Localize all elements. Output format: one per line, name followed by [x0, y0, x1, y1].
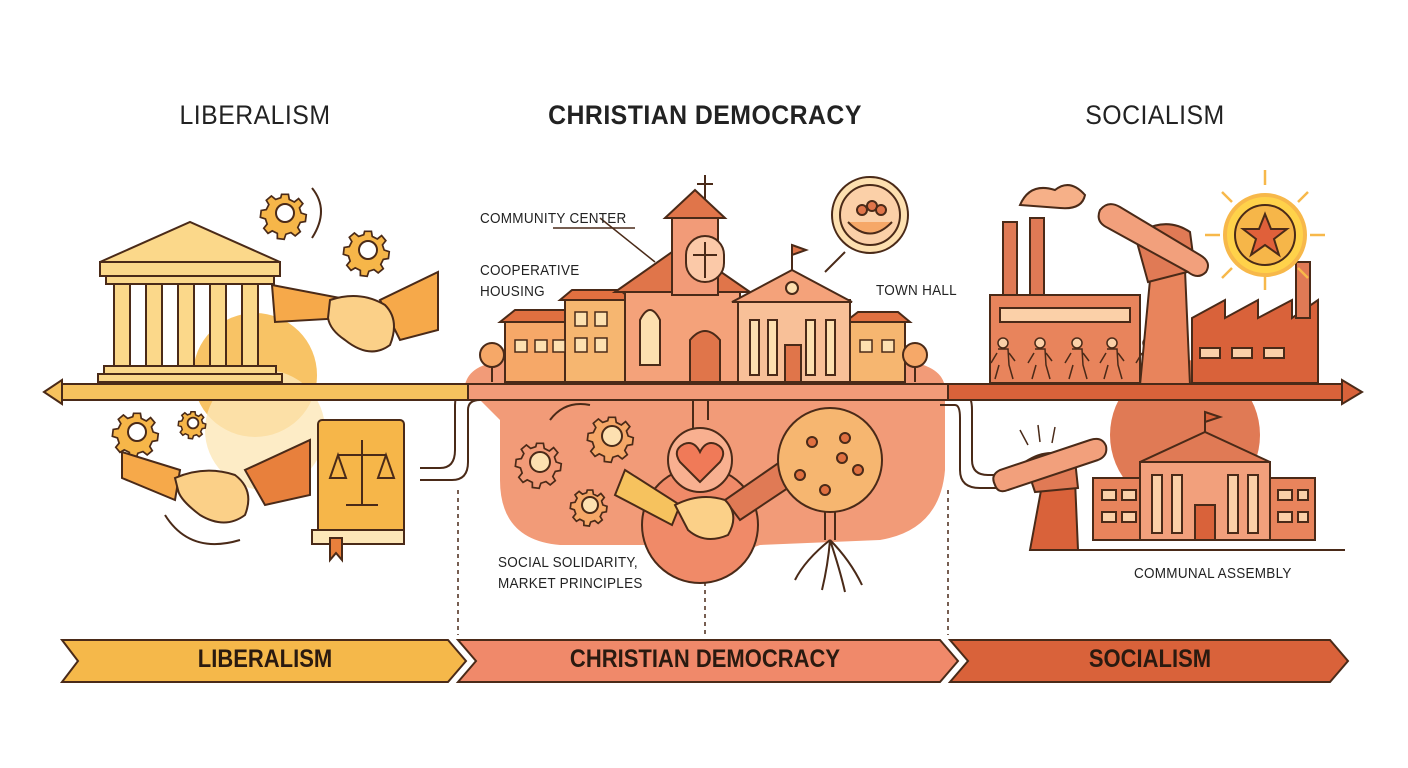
gear-icon — [569, 489, 609, 528]
cycle-arrow-icon — [164, 514, 241, 546]
cross-icon — [697, 175, 713, 200]
town-hall-building — [731, 243, 853, 383]
label-town-hall: TOWN HALL — [876, 282, 957, 299]
banner-socialism — [947, 639, 1350, 683]
socialism-illustration — [989, 170, 1345, 551]
banner-label-socialism: SOCIALISM — [1088, 645, 1212, 673]
guide-lines — [457, 490, 949, 635]
banner-liberalism — [59, 639, 468, 683]
worker-figure-icon — [990, 337, 1016, 380]
scales-icon — [328, 440, 396, 506]
timeline-arrow — [42, 378, 1364, 406]
worker-figure-icon — [1027, 337, 1053, 380]
columned-building-icon — [97, 220, 283, 383]
label-cooperative-housing-line2: HOUSING — [480, 283, 545, 300]
cycle-arrow-icon — [549, 403, 591, 421]
church-icon — [611, 175, 754, 383]
gear-icon — [586, 416, 635, 464]
arrow-head-left-icon — [42, 378, 63, 406]
assembly-building-icon — [1030, 410, 1345, 551]
handshake-icon — [121, 438, 311, 524]
label-social-solidarity: SOCIAL SOLIDARITY, — [498, 554, 638, 571]
banner-label-liberalism: LIBERALISM — [197, 645, 333, 673]
handshake-icon — [270, 270, 439, 353]
cycle-arrow-icon — [311, 187, 322, 239]
label-community-center: COMMUNITY CENTER — [480, 210, 627, 227]
law-book-icon — [311, 419, 405, 563]
heading-liberalism: LIBERALISM — [179, 100, 331, 130]
worker-figure-icon — [1099, 337, 1125, 380]
banner-label-christian-democracy: CHRISTIAN DEMOCRACY — [569, 645, 841, 673]
worker-figure-icon — [1064, 337, 1090, 380]
wrench-fist-icon — [992, 424, 1108, 551]
banner-christian-democracy — [455, 639, 960, 683]
arrow-head-right-icon — [1341, 378, 1364, 406]
gear-icon — [259, 193, 308, 241]
liberalism-illustration — [97, 187, 439, 563]
gear-icon — [111, 412, 160, 460]
label-market-principles: MARKET PRINCIPLES — [498, 575, 643, 592]
christian-democracy-illustration — [420, 175, 1010, 635]
label-cooperative-housing-line1: COOPERATIVE — [480, 262, 580, 279]
heading-christian-democracy: CHRISTIAN DEMOCRACY — [548, 100, 862, 130]
tree-icon — [777, 407, 883, 593]
gear-icon — [177, 410, 207, 440]
wrench-fist-icon — [1097, 203, 1209, 386]
heart-icon — [667, 387, 733, 493]
bottom-banners — [59, 639, 1350, 683]
gear-icon — [514, 442, 563, 490]
gear-icon — [342, 230, 391, 278]
cooperative-housing-buildings — [479, 289, 928, 383]
heading-socialism: SOCIALISM — [1085, 100, 1225, 130]
hands-holding-people-icon — [824, 176, 909, 273]
sun-star-icon — [1205, 170, 1325, 290]
label-communal-assembly: COMMUNAL ASSEMBLY — [1134, 565, 1292, 582]
